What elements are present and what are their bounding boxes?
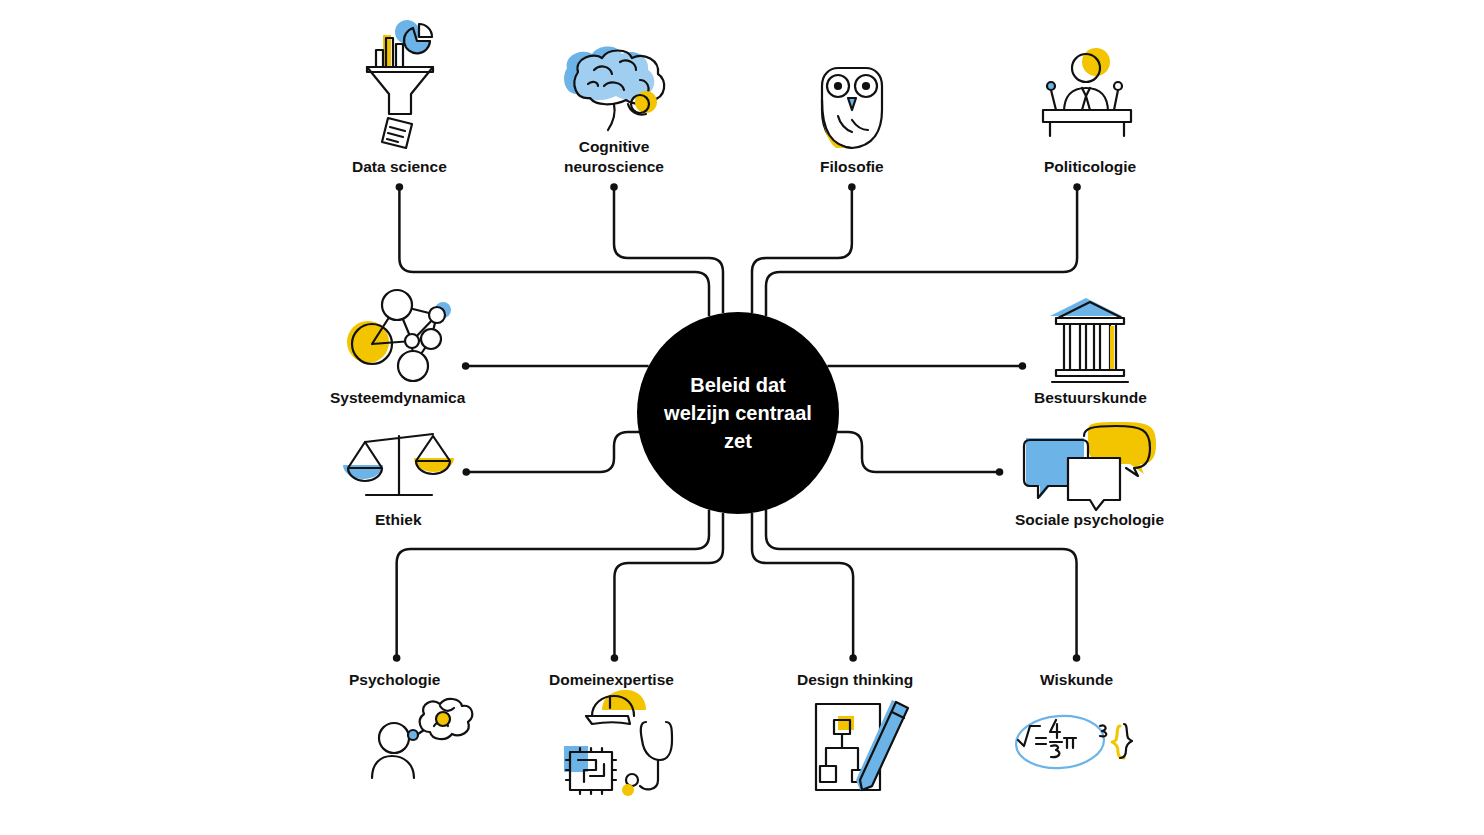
head-brain-icon [372, 699, 472, 778]
speech-bubbles-icon [1024, 422, 1156, 510]
connector-line [614, 513, 723, 658]
brain-icon [564, 47, 664, 131]
owl-icon [822, 68, 882, 148]
discipline-node: Sociale psychologie [1015, 510, 1164, 530]
domain-icons [564, 690, 672, 796]
building-icon [1050, 298, 1128, 382]
discipline-label: Bestuurskunde [1034, 388, 1147, 408]
discipline-label: Cognitive neuroscience [554, 137, 674, 177]
connector-dot [996, 468, 1004, 476]
formula-icon [1014, 713, 1132, 771]
discipline-label: Systeemdynamica [330, 388, 465, 408]
discipline-label: Politicologie [1044, 157, 1136, 177]
discipline-node: Domeinexpertise [549, 670, 674, 690]
discipline-label: Psychologie [349, 670, 440, 690]
discipline-label: Data science [352, 157, 447, 177]
connector-line [466, 365, 649, 368]
connector-line [399, 187, 709, 316]
discipline-node: Psychologie [349, 670, 440, 690]
connector-dot [848, 183, 856, 191]
discipline-label: Filosofie [820, 157, 884, 177]
connector-line [614, 187, 723, 313]
discipline-node: Ethiek [375, 510, 422, 530]
connector-dot [610, 183, 618, 191]
discipline-node: Design thinking [797, 670, 913, 690]
connector-dot [611, 654, 619, 662]
discipline-node: Wiskunde [1040, 670, 1113, 690]
discipline-label: Sociale psychologie [1015, 510, 1164, 530]
connector-dot [462, 468, 470, 476]
connector-line [466, 432, 641, 472]
connector-dot [393, 654, 401, 662]
discipline-node: Cognitive neuroscience [554, 137, 674, 177]
discipline-node: Filosofie [820, 157, 884, 177]
discipline-node: Systeemdynamica [330, 388, 465, 408]
discipline-label: Design thinking [797, 670, 913, 690]
center-title: Beleid dat welzijn centraal zet [663, 371, 813, 455]
network-icon [347, 290, 451, 381]
connector-line [397, 510, 709, 658]
discipline-label: Wiskunde [1040, 670, 1113, 690]
connector-dot [1073, 654, 1081, 662]
connector-line [766, 510, 1077, 658]
connector-line [827, 365, 1022, 368]
scale-icon [343, 434, 454, 495]
connector-line [835, 432, 999, 472]
center-circle: Beleid dat welzijn centraal zet [637, 312, 839, 514]
discipline-label: Ethiek [375, 510, 422, 530]
design-sketch-icon [816, 700, 908, 790]
discipline-node: Politicologie [1044, 157, 1136, 177]
connector-dot [1019, 362, 1027, 370]
connector-dot [462, 362, 470, 370]
discipline-node: Bestuurskunde [1034, 388, 1147, 408]
connector-dot [849, 654, 857, 662]
podium-icon [1043, 48, 1131, 136]
connector-dot [396, 183, 404, 191]
connector-dot [1073, 183, 1081, 191]
discipline-node: Data science [352, 157, 447, 177]
funnel-icon [367, 20, 433, 148]
discipline-label: Domeinexpertise [549, 670, 674, 690]
connector-line [766, 187, 1077, 316]
